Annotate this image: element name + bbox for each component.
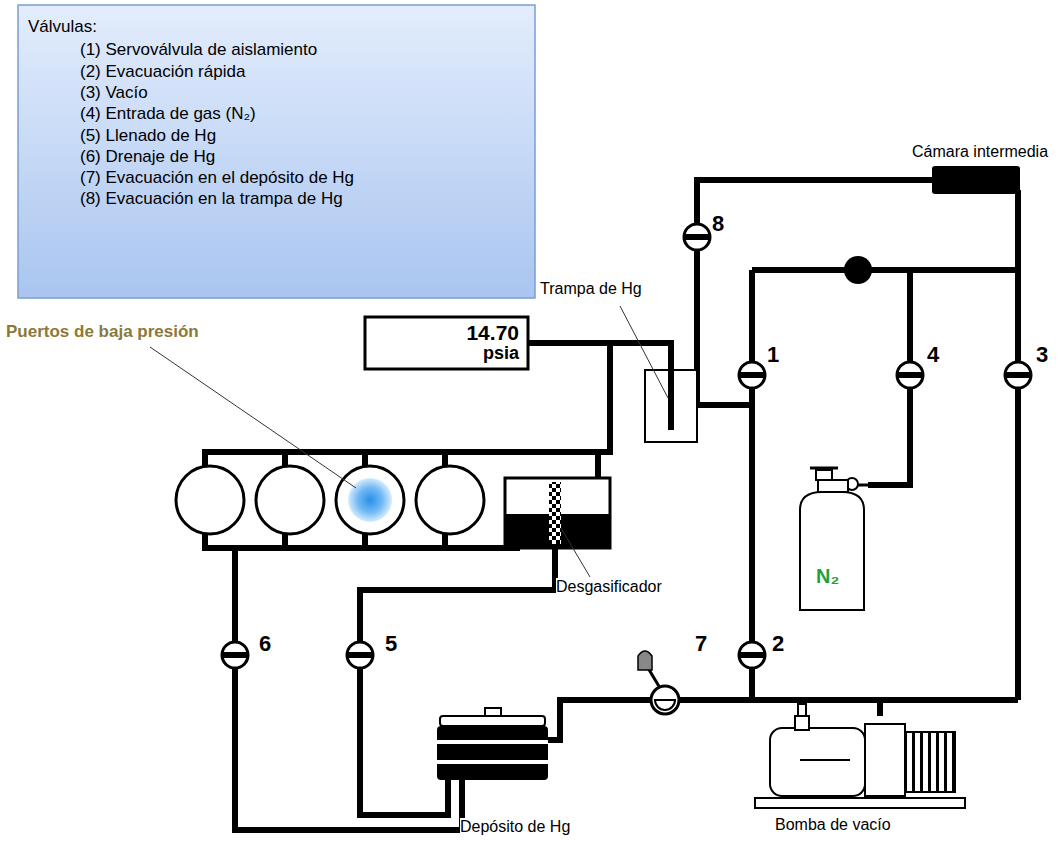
legend-item: (8) Evacuación en la trampa de Hg (80, 189, 343, 209)
nitrogen-cylinder (800, 468, 868, 610)
callout-number: 3 (1036, 343, 1048, 367)
pressure-display-frame (365, 317, 528, 369)
callout-number: 5 (385, 632, 397, 656)
callout-number: 8 (712, 212, 724, 236)
intermediate-chamber (932, 166, 1020, 194)
legend-item: (6) Drenaje de Hg (80, 147, 215, 167)
part-label: Trampa de Hg (540, 280, 642, 298)
valve-legend: Válvulas: (1) Servoválvula de aislamiento… (18, 5, 535, 298)
part-label: Cámara intermedia (912, 143, 1048, 161)
low-pressure-ports (176, 466, 484, 534)
legend-item: (4) Entrada de gas (N₂) (80, 104, 256, 124)
legend-item: (7) Evacuación en el depósito de Hg (80, 168, 354, 188)
junction (844, 256, 872, 284)
callout-number: 7 (695, 632, 707, 656)
pressure-value: 14.70 (466, 322, 519, 343)
legend-item: (2) Evacuación rápida (80, 62, 245, 82)
vacuum-pump (755, 704, 965, 808)
legend-panel (18, 5, 535, 298)
part-label: Bomba de vacío (775, 816, 891, 834)
valves (222, 224, 1031, 668)
callout-number: 4 (927, 343, 939, 367)
pressure-unit: psia (483, 344, 519, 362)
mercury-reservoir (437, 708, 548, 780)
legend-item: (5) Llenado de Hg (80, 126, 216, 146)
gas-label: N₂ (816, 565, 839, 587)
callout-number: 6 (259, 632, 271, 656)
part-label: Desgasificador (556, 578, 662, 596)
part-label: Depósito de Hg (460, 818, 570, 836)
pipes (205, 180, 1018, 830)
callout-number: 2 (772, 632, 784, 656)
degasser (505, 478, 610, 548)
check-valve (638, 651, 679, 714)
leader-lines (150, 306, 668, 577)
callout-number: 1 (767, 343, 779, 367)
pressure-display: 14.70psia (368, 320, 525, 366)
legend-item: (1) Servoválvula de aislamiento (80, 40, 317, 60)
part-label: Puertos de baja presión (6, 323, 199, 342)
mercury-trap (645, 360, 697, 442)
legend-item: (3) Vacío (80, 83, 148, 103)
legend-heading: Válvulas: (28, 17, 97, 37)
